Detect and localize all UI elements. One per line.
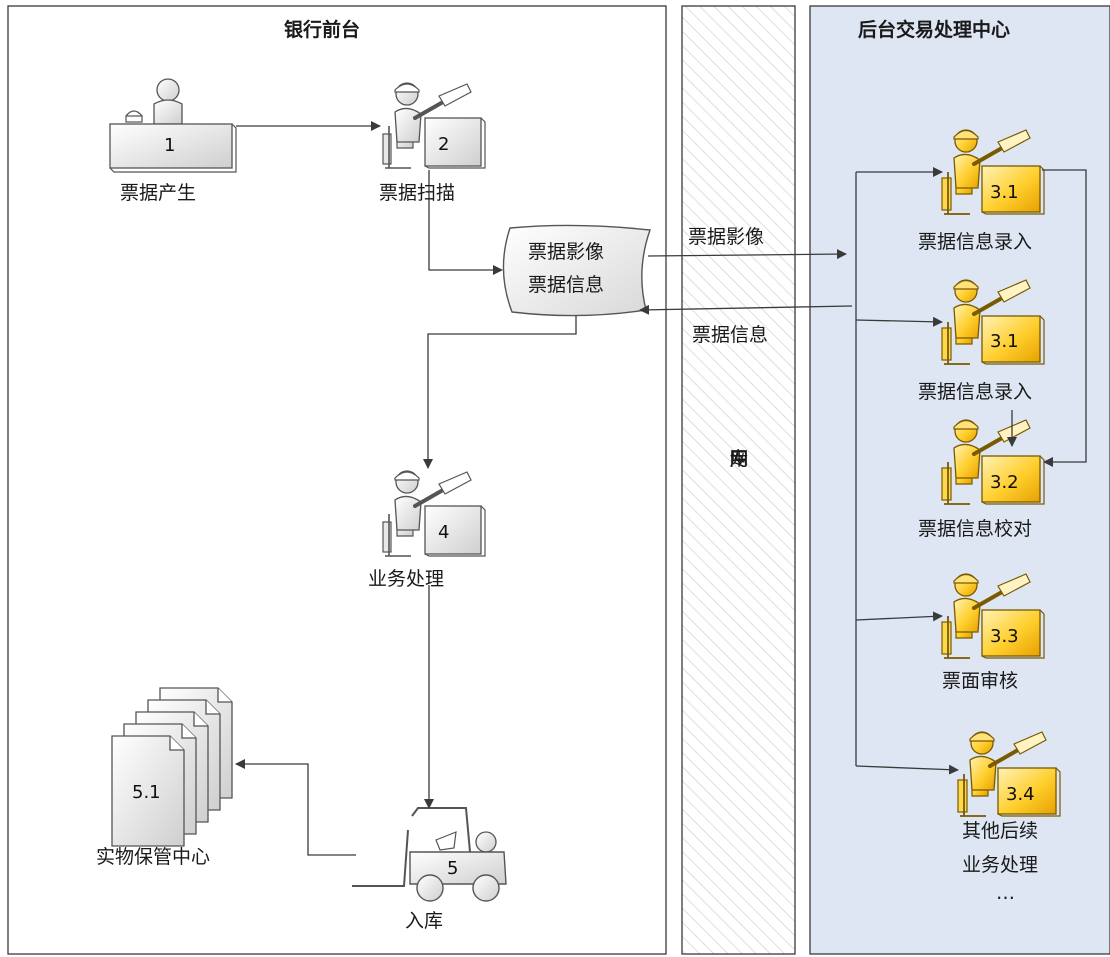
arrow-2-to-doc — [428, 170, 503, 275]
node-3-3-number: 3.3 — [990, 626, 1019, 647]
arrow-5-to-5-1 — [235, 759, 356, 856]
node-3-4-number: 3.4 — [1006, 784, 1035, 805]
node-1-desk — [109, 78, 237, 173]
node-3-4-caption-line-2: 业务处理 — [962, 854, 1039, 876]
node-5-1-number: 5.1 — [132, 782, 161, 803]
node-3-2-caption: 票据信息校对 — [918, 518, 1033, 540]
node-2-number: 2 — [438, 134, 450, 155]
node-3-1b-number: 3.1 — [990, 331, 1019, 352]
node-1-number: 1 — [164, 135, 176, 156]
node-3-1a-caption: 票据信息录入 — [918, 231, 1033, 253]
flow-info-label: 票据信息 — [692, 324, 769, 346]
node-2-caption: 票据扫描 — [379, 182, 456, 204]
arrow-bus-to-3-4 — [855, 764, 959, 775]
ticket-document — [502, 224, 651, 317]
node-5-caption: 入库 — [405, 910, 444, 932]
node-3-1b-caption: 票据信息录入 — [918, 381, 1033, 403]
arrow-bus-to-3-1b — [855, 316, 943, 327]
back-office-title: 后台交易处理中心 — [858, 19, 1011, 41]
doc-line-1: 票据影像 — [528, 241, 605, 263]
connectors — [235, 121, 1087, 856]
front-office-title: 银行前台 — [284, 19, 361, 41]
node-5-forklift — [352, 807, 507, 902]
node-3-1a-number: 3.1 — [990, 182, 1019, 203]
node-5-1-caption: 实物保管中心 — [96, 846, 211, 868]
doc-line-2: 票据信息 — [528, 274, 605, 296]
arrow-bus-to-3-3 — [855, 611, 943, 622]
arrow-info-to-front — [639, 304, 853, 315]
node-1-caption: 票据产生 — [120, 182, 197, 204]
arrow-doc-to-4 — [423, 316, 577, 469]
network-label-char-2: 用 — [729, 448, 749, 470]
network-label-char-1: 专 — [729, 448, 749, 470]
node-3-3-caption: 票面审核 — [942, 670, 1019, 692]
node-5-number: 5 — [447, 858, 459, 879]
node-3-4-caption-line-1: 其他后续 — [962, 820, 1039, 842]
arrow-image-to-back — [647, 249, 847, 260]
network-label-char-3: 网 — [729, 448, 749, 470]
node-4-caption: 业务处理 — [368, 568, 445, 590]
node-3-4-ellipsis: … — [996, 882, 1015, 904]
node-3-2-number: 3.2 — [990, 472, 1019, 493]
front-office-lane — [7, 5, 667, 955]
arrow-3-1a-to-3-2 — [1042, 169, 1087, 467]
flow-image-label: 票据影像 — [688, 226, 765, 248]
network-lane — [681, 5, 796, 955]
node-4-number: 4 — [438, 522, 450, 543]
